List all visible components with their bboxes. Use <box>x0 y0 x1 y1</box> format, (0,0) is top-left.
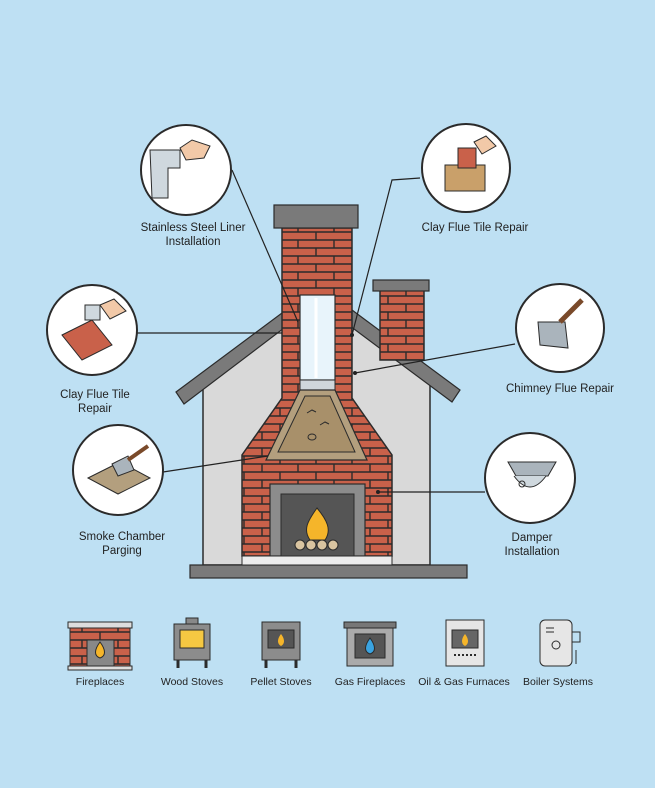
clay-flue-tile-top-icon <box>421 123 511 213</box>
appliance-label-boilers: Boiler Systems <box>522 676 594 688</box>
appliance-label-pellet-stoves: Pellet Stoves <box>250 676 312 688</box>
label-line: Smoke Chamber <box>78 531 166 543</box>
logs-icon <box>294 539 339 551</box>
wood-stove-icon <box>173 617 211 668</box>
appliance-label-furnaces: Oil & Gas Furnaces <box>418 676 510 688</box>
label-line: Damper <box>511 532 553 544</box>
secondary-chimney <box>372 279 430 361</box>
leader-lines <box>137 169 516 493</box>
appliance-label-gas-fireplaces: Gas Fireplaces <box>334 676 406 688</box>
label-line: Clay Flue Tile <box>60 389 130 401</box>
appliance-label-wood-stoves: Wood Stoves <box>160 676 224 688</box>
label-line: Repair <box>78 403 112 415</box>
furnace-icon <box>445 619 485 667</box>
fireplace-icon <box>67 621 133 671</box>
chimney-flue-repair-icon <box>515 283 605 373</box>
boiler-icon <box>539 619 581 667</box>
chimney-flue-label: Chimney Flue Repair <box>505 383 615 395</box>
foundation-slab <box>189 564 468 579</box>
label-line: Installation <box>504 546 560 558</box>
fire-flame-icon <box>306 507 329 541</box>
pellet-stove-icon <box>261 621 301 668</box>
label-line: Stainless Steel Liner <box>140 222 246 234</box>
label-line: Installation <box>165 236 221 248</box>
clay-flue-tile-left-icon <box>46 284 138 376</box>
damper <box>299 379 336 391</box>
chimney-cap <box>273 204 359 229</box>
clay-flue-top-label: Clay Flue Tile Repair <box>421 222 529 234</box>
label-line: Parging <box>102 545 142 557</box>
smoke-chamber-parging-icon <box>72 424 164 516</box>
damper-installation-icon <box>484 432 576 524</box>
appliance-label-fireplaces: Fireplaces <box>75 676 125 688</box>
gas-fireplace-icon <box>343 621 397 667</box>
main-chimney <box>241 204 393 566</box>
stainless-liner-icon <box>140 124 232 216</box>
